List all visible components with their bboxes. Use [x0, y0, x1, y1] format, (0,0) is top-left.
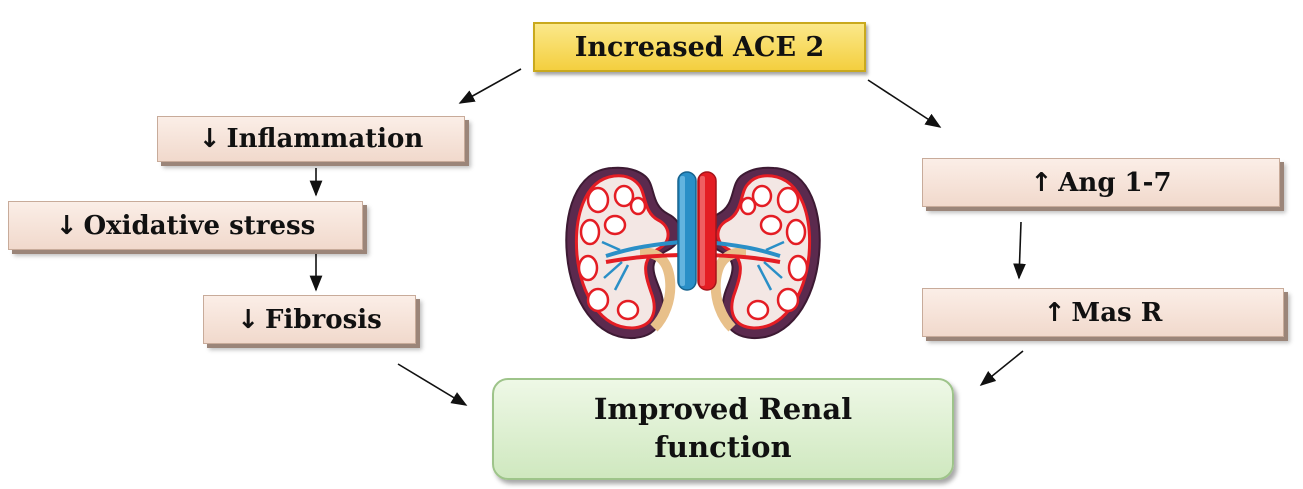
- ang-1-7-label: Ang 1-7: [1058, 167, 1172, 198]
- arrow-ang-to-masr: [1013, 221, 1026, 280]
- up-arrow-icon: ↑: [1043, 297, 1066, 328]
- oxidative-stress-node: ↓ Oxidative stress: [8, 201, 363, 250]
- right-kidney-icon: [704, 166, 821, 340]
- vessel-icon: [677, 171, 717, 291]
- arrow-top-to-inflammation: [458, 68, 522, 104]
- fibrosis-label: Fibrosis: [265, 304, 382, 335]
- fibrosis-node: ↓ Fibrosis: [203, 295, 416, 344]
- improved-renal-function-node: Improved Renal function: [492, 378, 954, 480]
- arrow-fibrosis-to-result: [397, 363, 468, 406]
- increased-ace2-label: Increased ACE 2: [574, 31, 825, 63]
- arrow-top-to-ang: [867, 79, 942, 128]
- mas-r-node: ↑ Mas R: [922, 288, 1284, 337]
- up-arrow-icon: ↑: [1030, 167, 1053, 198]
- left-kidney-icon: [565, 166, 682, 340]
- down-arrow-icon: ↓: [198, 124, 221, 154]
- result-line-2: function: [654, 430, 792, 464]
- mas-r-label: Mas R: [1071, 297, 1163, 328]
- oxidative-stress-label: Oxidative stress: [83, 210, 316, 241]
- arrow-masr-to-result: [979, 350, 1024, 387]
- inflammation-label: Inflammation: [226, 124, 424, 154]
- result-line-1: Improved Renal: [593, 392, 853, 427]
- increased-ace2-node: Increased ACE 2: [533, 22, 866, 72]
- down-arrow-icon: ↓: [55, 210, 78, 241]
- down-arrow-icon: ↓: [237, 304, 260, 335]
- ang-1-7-node: ↑ Ang 1-7: [922, 158, 1280, 207]
- inflammation-node: ↓ Inflammation: [157, 116, 465, 162]
